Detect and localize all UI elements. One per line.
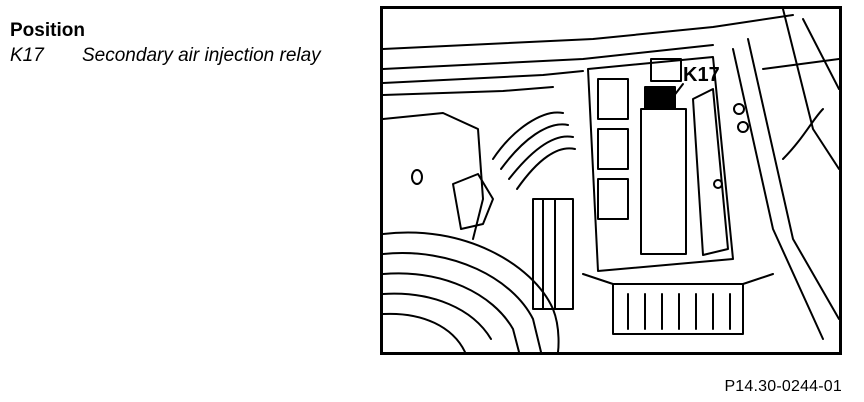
panel-line [383, 44, 714, 70]
tire [383, 231, 560, 352]
connector [452, 173, 494, 230]
relay-box [587, 56, 734, 272]
connector-strip [612, 283, 744, 335]
legend-item: K17 Secondary air injection relay [10, 45, 321, 67]
engine-compartment-illustration: K17 [380, 6, 842, 355]
hose [492, 111, 564, 160]
panel-line [383, 70, 584, 84]
callout-leader [672, 83, 684, 98]
relay-k17 [644, 86, 676, 110]
legend: Position K17 Secondary air injection rela… [10, 20, 321, 67]
legend-title: Position [10, 20, 85, 41]
legend-item-description: Secondary air injection relay [82, 45, 321, 66]
legend-item-code: K17 [10, 45, 44, 66]
hood-edge [383, 14, 794, 50]
figure-reference: P14.30-0244-01 [724, 378, 842, 395]
callout-label: K17 [683, 64, 720, 86]
